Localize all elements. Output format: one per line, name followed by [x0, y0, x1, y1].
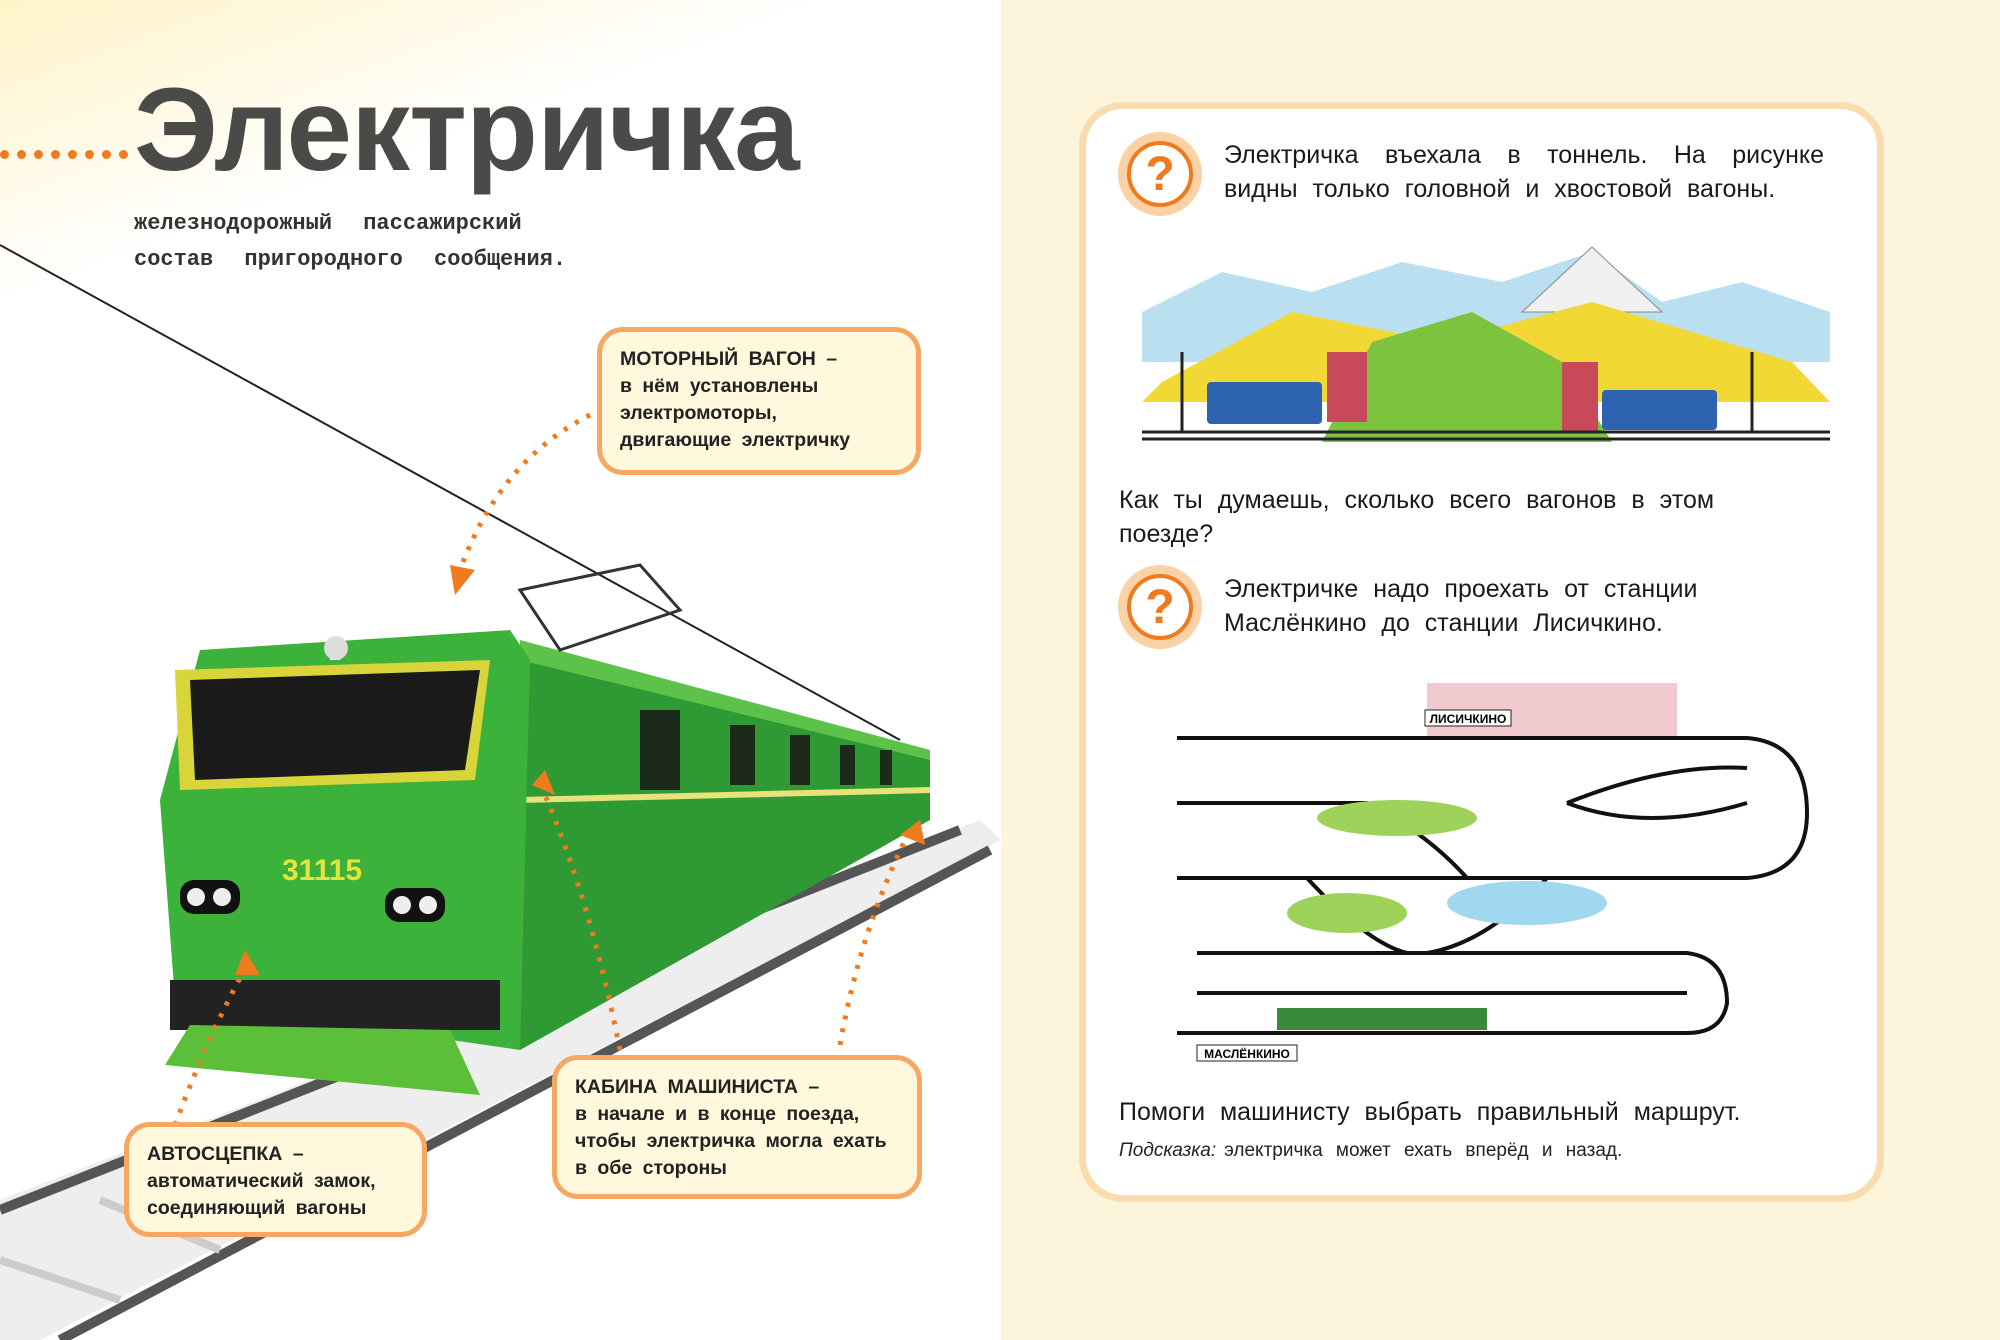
callout-heading: АВТОСЦЕПКА – — [147, 1143, 304, 1165]
callout-heading: МОТОРНЫЙ ВАГОН – — [620, 348, 838, 370]
callout-coupler: АВТОСЦЕПКА – автоматический замок, соеди… — [124, 1122, 427, 1237]
page-title: Электричка — [134, 64, 800, 196]
callout-heading: КАБИНА МАШИНИСТА – — [575, 1076, 820, 1098]
definition-line: состав пригородного сообщения. — [134, 247, 567, 272]
station-label-lisichkino: ЛИСИЧКИНО — [1430, 712, 1507, 726]
task1-question: Как ты думаешь, сколько всего вагонов в … — [1119, 486, 1715, 548]
task1-text: Электричка въехала в тоннель. На рисунке… — [1224, 141, 1824, 203]
definition: железнодорожный пассажирский состав приг… — [134, 206, 566, 278]
callout-motor-car: МОТОРНЫЙ ВАГОН – в нём установлены элект… — [597, 327, 921, 475]
train-number: 31115 — [282, 854, 362, 887]
hint: Подсказка: электричка может ехать вперёд … — [1119, 1140, 1622, 1162]
callout-text: в нём установлены электромоторы, двигающ… — [620, 375, 851, 451]
definition-line: железнодорожный пассажирский — [134, 211, 522, 236]
callout-text: автоматический замок, соединяющий вагоны — [147, 1170, 376, 1219]
task2-text: Электричке надо проехать от станции Масл… — [1224, 575, 1698, 637]
task2-question: Помоги машинисту выбрать правильный марш… — [1119, 1098, 1741, 1126]
callout-text: в начале и в конце поезда, чтобы электри… — [575, 1103, 887, 1179]
callout-cabin: КАБИНА МАШИНИСТА – в начале и в конце по… — [552, 1055, 922, 1199]
hint-text: электричка может ехать вперёд и назад. — [1224, 1140, 1623, 1161]
tunnel-illustration — [1142, 246, 1830, 442]
hint-label: Подсказка: — [1119, 1140, 1217, 1161]
question-icon: ? — [1118, 132, 1202, 216]
title-dots — [0, 150, 128, 159]
route-map: ЛИСИЧКИНО МАСЛЁНКИНО — [1177, 683, 1810, 1062]
station-label-maslenkino: МАСЛЁНКИНО — [1204, 1046, 1290, 1061]
question-icon: ? — [1118, 565, 1202, 649]
